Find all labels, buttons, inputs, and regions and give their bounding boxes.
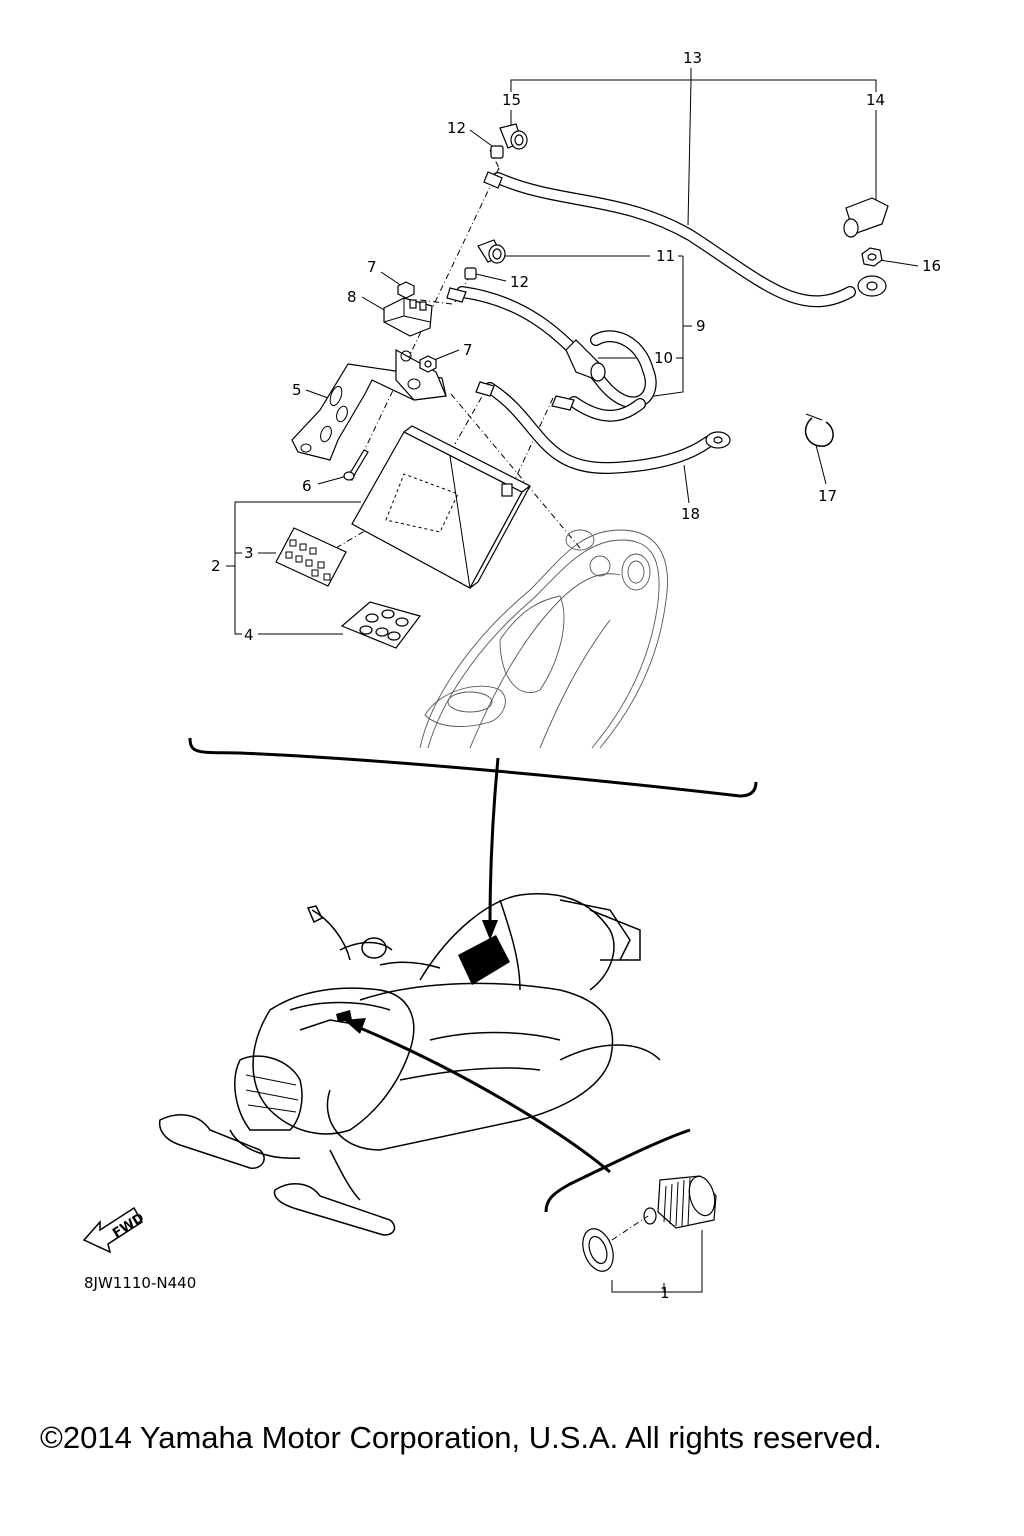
nut-12-second [464, 267, 477, 280]
leader-lines [226, 68, 919, 1293]
callout-6: 6 [302, 477, 312, 495]
cable-13 [483, 171, 887, 308]
callout-10: 10 [654, 349, 673, 367]
callout-14: 14 [866, 91, 885, 109]
battery-location-marker [458, 935, 510, 985]
label-3 [275, 527, 347, 587]
snowmobile-illustration [158, 893, 661, 1236]
callout-5: 5 [292, 381, 302, 399]
locator-arrow-power-port [344, 1018, 611, 1174]
callout-7-top: 7 [367, 258, 377, 276]
relay-8 [383, 297, 433, 337]
callout-1: 1 [660, 1284, 670, 1302]
locator-arrow-battery [482, 757, 500, 940]
callout-12-top: 12 [447, 119, 466, 137]
cable-18 [475, 381, 731, 475]
fwd-arrow-icon: FWD [82, 1206, 147, 1254]
callout-11: 11 [656, 247, 675, 265]
battery-2 [351, 425, 532, 589]
cap-10 [565, 339, 606, 382]
copyright-notice: ©2014 Yamaha Motor Corporation, U.S.A. A… [40, 1420, 882, 1455]
power-port-location-marker [336, 1010, 352, 1022]
callout-16: 16 [922, 257, 941, 275]
callout-8: 8 [347, 288, 357, 306]
tank-outline [419, 529, 668, 749]
callout-4: 4 [244, 626, 254, 644]
nut-16 [861, 247, 883, 267]
callout-3: 3 [244, 544, 254, 562]
cap-15 [499, 123, 528, 150]
callout-13: 13 [683, 49, 702, 67]
callout-7-second: 7 [463, 341, 473, 359]
cap-14 [843, 197, 889, 238]
diagram-code: 8JW1110-N440 [84, 1274, 196, 1292]
power-outlet-1 [582, 1175, 717, 1272]
callout-9: 9 [696, 317, 706, 335]
callout-17: 17 [818, 487, 837, 505]
nut-7-top [397, 281, 415, 299]
fwd-label: FWD [110, 1211, 147, 1242]
nut-12-top [490, 145, 504, 159]
detail-frame-port [544, 1128, 691, 1213]
screw-6 [343, 449, 369, 481]
parts-kit-4 [340, 601, 422, 649]
callout-labels: 13 15 14 12 11 16 7 12 8 9 7 10 5 17 6 1… [211, 49, 941, 1302]
cable-9-lower [551, 395, 646, 422]
detail-frame [188, 737, 758, 798]
clip-17 [804, 413, 834, 447]
nut-7-second [419, 355, 437, 373]
callout-15: 15 [502, 91, 521, 109]
callout-12-second: 12 [510, 273, 529, 291]
cap-11 [477, 239, 506, 264]
cable-9 [446, 286, 657, 409]
callout-2: 2 [211, 557, 221, 575]
callout-18: 18 [681, 505, 700, 523]
